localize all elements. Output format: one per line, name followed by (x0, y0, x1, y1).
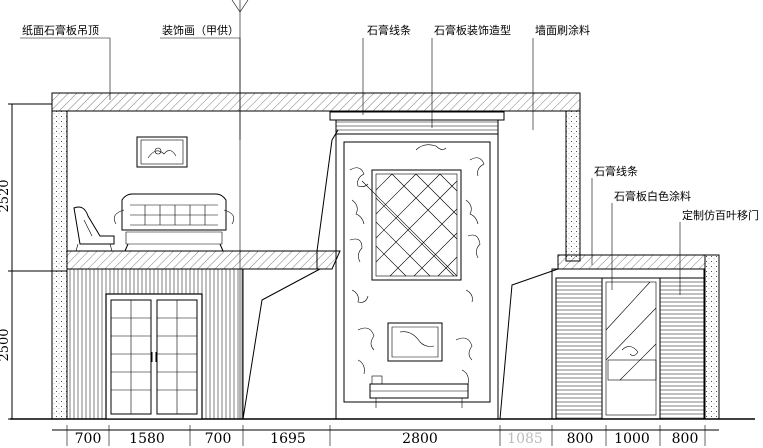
vertical-dimensions: 2520 2500 (0, 103, 16, 420)
gypsum-line-right-label: 石膏线条 (594, 164, 638, 178)
dim-h-8: 1000 (614, 431, 650, 447)
dim-h-3: 700 (205, 431, 232, 447)
gypsum-white-paint-label: 石膏板白色涂料 (614, 189, 691, 203)
ceiling-label: 纸面石膏板吊顶 (22, 23, 99, 37)
gypsum-feature-label: 石膏板装饰造型 (434, 23, 511, 37)
gypsum-line-label: 石膏线条 (367, 23, 411, 37)
double-glass-door (105, 293, 203, 420)
right-louver-door (551, 254, 706, 420)
floral-ornament (349, 144, 485, 385)
dim-h-2: 1580 (129, 431, 165, 447)
dim-h-1: 700 (75, 431, 102, 447)
louver-door-label: 定制仿百叶移门 (682, 208, 759, 222)
perspective-lines (242, 129, 559, 420)
tv-cabinet (369, 375, 469, 408)
tv-feature-wall (329, 111, 505, 420)
annotation-labels: 纸面石膏板吊顶 装饰画（甲供） 石膏线条 石膏板装饰造型 墙面刷涂料 石膏线条 … (22, 23, 759, 222)
decorative-painting (136, 136, 188, 168)
diamond-mirror-panel (361, 169, 462, 281)
armchair (73, 206, 115, 252)
wall-paint-label: 墙面刷涂料 (535, 23, 590, 37)
dim-h-6: 1085 (507, 431, 543, 447)
leader-lines (20, 0, 681, 419)
upper-floor-slab (66, 250, 341, 270)
painting-label: 装饰画（甲供） (162, 23, 239, 37)
dim-h-9: 800 (672, 431, 699, 447)
horizontal-dimensions: 700 1580 700 1695 2800 1085 800 1000 800 (52, 425, 719, 447)
upper-living-area (73, 136, 235, 252)
tv (387, 322, 443, 362)
lower-left-wall (66, 268, 244, 420)
dim-v-upper: 2520 (0, 179, 12, 212)
dim-v-lower: 2500 (0, 328, 12, 361)
dim-h-4: 1695 (270, 431, 306, 447)
dim-h-5: 2800 (402, 431, 438, 447)
dim-h-7: 800 (567, 431, 594, 447)
sofa (113, 193, 235, 252)
